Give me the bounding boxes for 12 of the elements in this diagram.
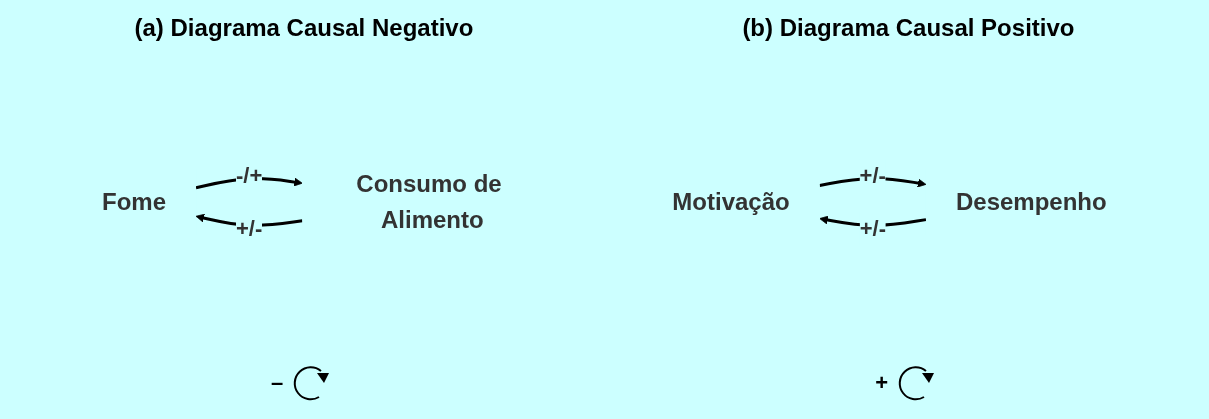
node-text: Motivação — [672, 187, 790, 215]
loop-polarity-sign: – — [270, 370, 284, 396]
loop-polarity-sign: + — [875, 370, 888, 396]
edge-label: +/- — [236, 215, 263, 241]
node-text: Desempenho — [956, 187, 1107, 215]
edge-label: +/- — [859, 162, 887, 188]
node-text: Fome — [102, 187, 167, 215]
panel-heading: (a) Diagrama Causal Negativo — [134, 14, 474, 42]
edge-label: -/+ — [236, 162, 263, 188]
edge-label: +/- — [859, 215, 887, 241]
node-text: Consumo de Alimento — [356, 169, 502, 233]
panel-heading: (b) Diagrama Causal Positivo — [742, 14, 1075, 42]
